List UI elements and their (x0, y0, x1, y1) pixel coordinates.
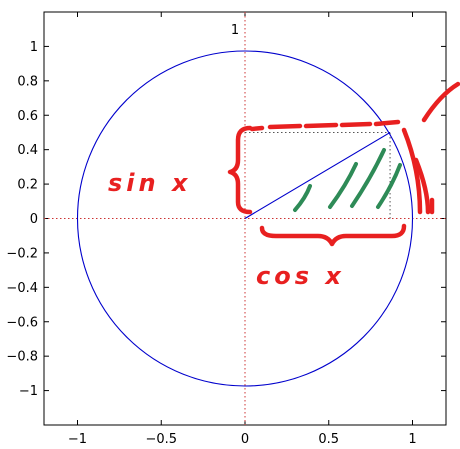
y-axis-top-label: 1 (231, 23, 239, 38)
x-tick-label: 0 (241, 432, 249, 447)
hatch-stroke (293, 184, 312, 212)
y-tick-label: 0 (30, 212, 38, 227)
y-tick-label: −0.2 (6, 246, 38, 261)
arc-stroke (401, 127, 423, 215)
y-tick-label: −1 (19, 384, 38, 399)
x-tick-label: −0.5 (145, 432, 177, 447)
cos-x-label: cos x (256, 262, 345, 290)
sin-x-label: sin x (108, 169, 191, 197)
red-annotation-strokes (227, 119, 435, 247)
radius-segment (244, 131, 391, 219)
hatch-stroke (376, 163, 402, 209)
hatch-stroke (328, 162, 358, 209)
unit-circle (76, 50, 414, 387)
sin-brace (227, 125, 253, 215)
y-tick-label: −0.4 (6, 281, 38, 296)
y-tick-label: −0.6 (6, 315, 38, 330)
y-tick-label: −0.8 (6, 350, 38, 365)
x-tick-label: −1 (68, 432, 87, 447)
hatch-stroke (350, 148, 386, 208)
x-tick-label: 0.5 (318, 432, 339, 447)
arc-stroke-outside (421, 81, 460, 123)
x-tick-label: 1 (408, 432, 416, 447)
y-tick-label: 0.8 (17, 74, 38, 89)
y-tick-label: 0.6 (17, 109, 38, 124)
y-tick-label: 0.4 (17, 143, 38, 158)
y-tick-label: 1 (30, 40, 38, 55)
arc-stroke (413, 157, 431, 215)
triangle-hatch-strokes (293, 148, 402, 212)
ticks: −1 −0.5 0 0.5 1 1 0.8 0.6 0.4 0.2 0 −0.2 −0.4 −0.6 −0.… (6, 12, 446, 447)
y-tick-label: 0.2 (17, 178, 38, 193)
red-annotation-outside (421, 81, 460, 123)
sin-top-dash (249, 119, 401, 132)
cos-brace (259, 223, 407, 247)
